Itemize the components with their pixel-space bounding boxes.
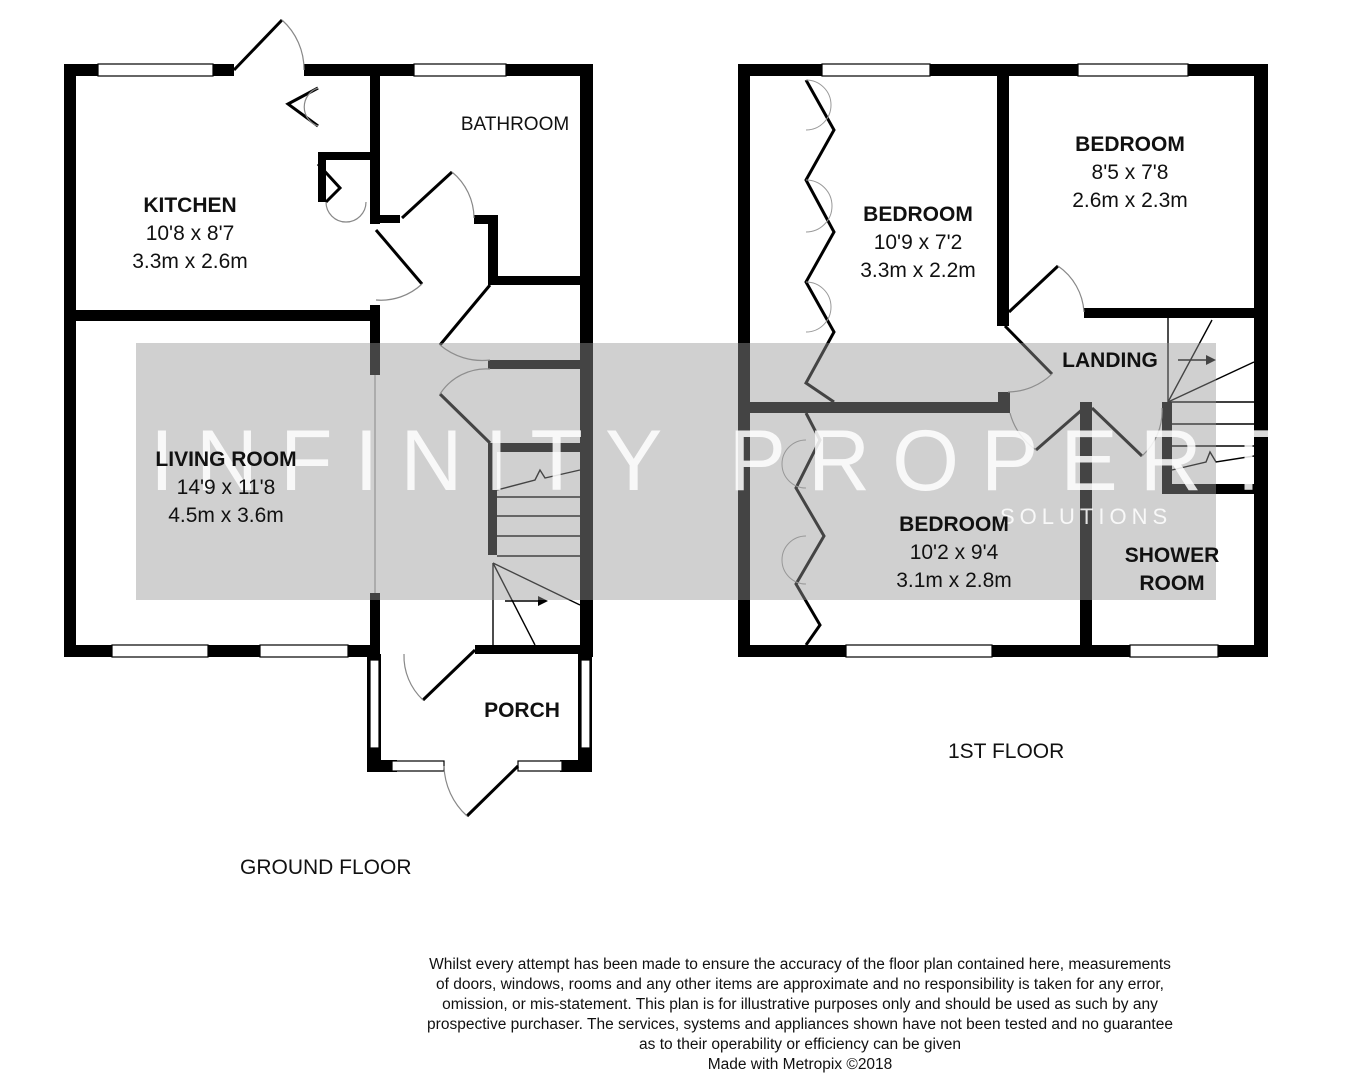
bedroom-front-name: BEDROOM [899,513,1009,536]
first-floor-doors [1003,264,1163,458]
disclaimer-line: prospective purchaser. The services, sys… [427,1016,1173,1033]
bedroom-right-imperial: 8'5 x 7'8 [1091,161,1169,184]
ground-floor-windows [97,63,591,772]
bedroom-left-metric: 3.3m x 2.2m [860,259,976,282]
bedroom-front-metric: 3.1m x 2.8m [896,569,1012,592]
bedroom-front-imperial: 10'2 x 9'4 [909,541,999,564]
living-room-label: LIVING ROOM 14'9 x 11'8 4.5m x 3.6m [126,446,326,530]
ground-floor-label: GROUND FLOOR [240,856,412,879]
watermark-subtitle: SOLUTIONS [1000,504,1173,529]
watermark-band [136,343,1216,600]
kitchen-metric: 3.3m x 2.6m [132,250,248,273]
disclaimer-line: as to their operability or efficiency ca… [639,1036,961,1053]
bedroom-right-name: BEDROOM [1075,133,1185,156]
kitchen-name: KITCHEN [143,194,237,217]
disclaimer-line: omission, or mis-statement. This plan is… [442,996,1158,1013]
shower-room-label: SHOWER ROOM [1108,542,1236,598]
shower-room-name-line2: ROOM [1139,572,1205,595]
disclaimer-line: Whilst every attempt has been made to en… [429,956,1171,973]
bedroom-left-label: BEDROOM 10'9 x 7'2 3.3m x 2.2m [838,201,998,285]
living-room-imperial: 14'9 x 11'8 [176,476,276,499]
bedroom-left-imperial: 10'9 x 7'2 [873,231,963,254]
porch-name: PORCH [484,699,560,722]
bathroom-label: BATHROOM [448,111,582,139]
kitchen-label: KITCHEN 10'8 x 8'7 3.3m x 2.6m [110,192,270,276]
bedroom-right-label: BEDROOM 8'5 x 7'8 2.6m x 2.3m [1050,131,1210,215]
ground-floor-stairs [492,468,581,646]
bathroom-name: BATHROOM [460,114,570,135]
disclaimer-line: of doors, windows, rooms and any other i… [435,976,1164,993]
first-floor-stairs [1167,318,1255,471]
disclaimer-credit: Made with Metropix ©2018 [707,1056,893,1073]
shower-room-name-line1: SHOWER [1124,544,1220,567]
landing-name: LANDING [1062,349,1158,372]
first-floor-windows [821,63,1219,658]
living-room-metric: 4.5m x 3.6m [168,504,284,527]
kitchen-imperial: 10'8 x 8'7 [145,222,235,245]
first-floor-wardrobes [781,79,836,646]
living-room-name: LIVING ROOM [155,448,297,471]
bedroom-front-label: BEDROOM 10'2 x 9'4 3.1m x 2.8m [872,511,1036,595]
ground-floor-doors [232,18,520,818]
landing-label: LANDING [1050,347,1170,375]
bedroom-right-metric: 2.6m x 2.3m [1072,189,1188,212]
porch-label: PORCH [472,697,572,725]
bedroom-left-name: BEDROOM [863,203,973,226]
watermark-title: INFINITY PROPERTY [150,413,1350,509]
first-floor-label: 1ST FLOOR [948,740,1065,763]
disclaimer: Whilst every attempt has been made to en… [370,955,1230,1075]
